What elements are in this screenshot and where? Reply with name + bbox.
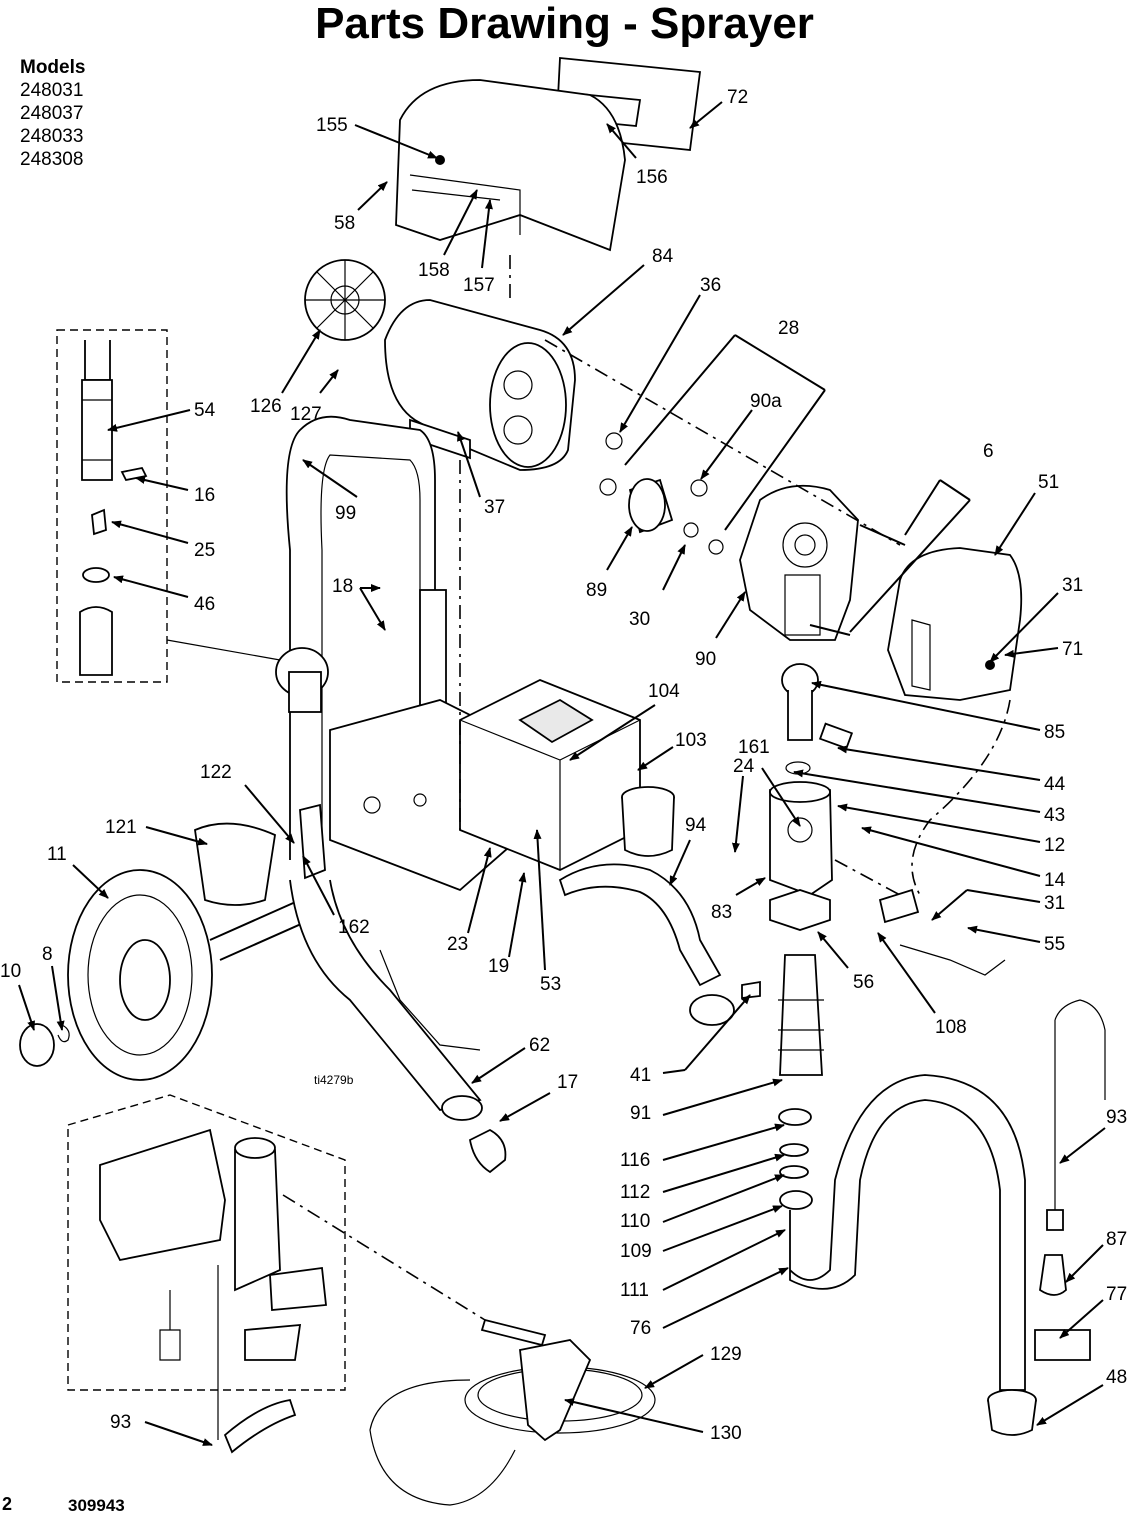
callout-24: 24 [733,756,755,777]
callout-labels: 155 72 156 58 158 157 84 36 28 90a 126 1… [0,87,1127,1444]
callout-31b: 31 [1044,893,1065,914]
callout-36: 36 [700,275,721,296]
callout-72: 72 [727,87,748,108]
callout-53: 53 [540,974,561,995]
callout-23: 23 [447,934,468,955]
callout-93: 93 [1106,1107,1127,1128]
leader-lines [18,101,1106,1446]
callout-54: 54 [194,400,216,421]
callout-90: 90 [695,649,716,670]
callout-62: 62 [529,1035,550,1056]
callout-94: 94 [685,815,707,836]
callout-58: 58 [334,213,355,234]
callout-17: 17 [557,1072,578,1093]
callout-37: 37 [484,497,505,518]
callout-93b: 93 [110,1412,131,1433]
callout-11: 11 [47,844,67,865]
wheel-drawing [67,869,312,1081]
callout-41: 41 [630,1065,651,1086]
callout-85: 85 [1044,722,1065,743]
callout-48: 48 [1106,1367,1127,1388]
callout-162: 162 [338,917,370,938]
callout-109: 109 [620,1241,652,1262]
callout-108: 108 [935,1017,967,1038]
callout-10: 10 [0,961,21,982]
callout-121: 121 [105,817,137,838]
callout-91: 91 [630,1103,651,1124]
model-number: 248037 [20,103,84,124]
callout-130: 130 [710,1423,742,1444]
callout-51: 51 [1038,472,1059,493]
callout-156: 156 [636,167,668,188]
callout-157: 157 [463,275,495,296]
callout-161: 161 [738,737,770,758]
callout-19: 19 [488,956,509,977]
callout-76: 76 [630,1318,651,1339]
callout-8: 8 [42,944,53,965]
callout-77: 77 [1106,1284,1127,1305]
callout-12: 12 [1044,835,1065,856]
model-number: 248308 [20,149,84,170]
callout-110: 110 [620,1211,650,1232]
models-heading: Models [20,57,86,78]
callout-55: 55 [1044,934,1065,955]
model-number: 248031 [20,80,84,101]
callout-155: 155 [316,115,348,136]
callout-84: 84 [652,246,674,267]
page-title: Parts Drawing - Sprayer [315,0,814,48]
callout-28: 28 [778,318,799,339]
callout-129: 129 [710,1344,742,1365]
callout-16: 16 [194,485,215,506]
callout-127: 127 [290,404,322,425]
callout-87: 87 [1106,1229,1127,1250]
callout-46: 46 [194,594,215,615]
callout-14: 14 [1044,870,1066,891]
callout-90a: 90a [750,391,782,412]
document-number: 309943 [68,1496,125,1515]
callout-56: 56 [853,972,874,993]
callout-99: 99 [335,503,356,524]
callout-44: 44 [1044,774,1066,795]
callout-158: 158 [418,260,450,281]
callout-112: 112 [620,1182,650,1203]
callout-89: 89 [586,580,607,601]
callout-71: 71 [1062,639,1083,660]
callout-83: 83 [711,902,732,923]
fan-drawing [304,259,386,341]
callout-103: 103 [675,730,707,751]
model-number: 248033 [20,126,84,147]
callout-18: 18 [332,576,353,597]
callout-111: 111 [620,1280,649,1301]
callout-30: 30 [629,609,650,630]
callout-31: 31 [1062,575,1083,596]
callout-126: 126 [250,396,282,417]
callout-43: 43 [1044,805,1065,826]
callout-116: 116 [620,1150,650,1171]
callout-25: 25 [194,540,215,561]
callout-104: 104 [648,681,680,702]
figure-id: ti4279b [314,1073,354,1087]
models-list: Models 248031 248037 248033 248308 [20,56,85,171]
callout-122: 122 [200,762,232,783]
page-number: 2 [2,1494,13,1514]
drawing-art [19,57,1106,1506]
callout-6: 6 [983,441,994,462]
